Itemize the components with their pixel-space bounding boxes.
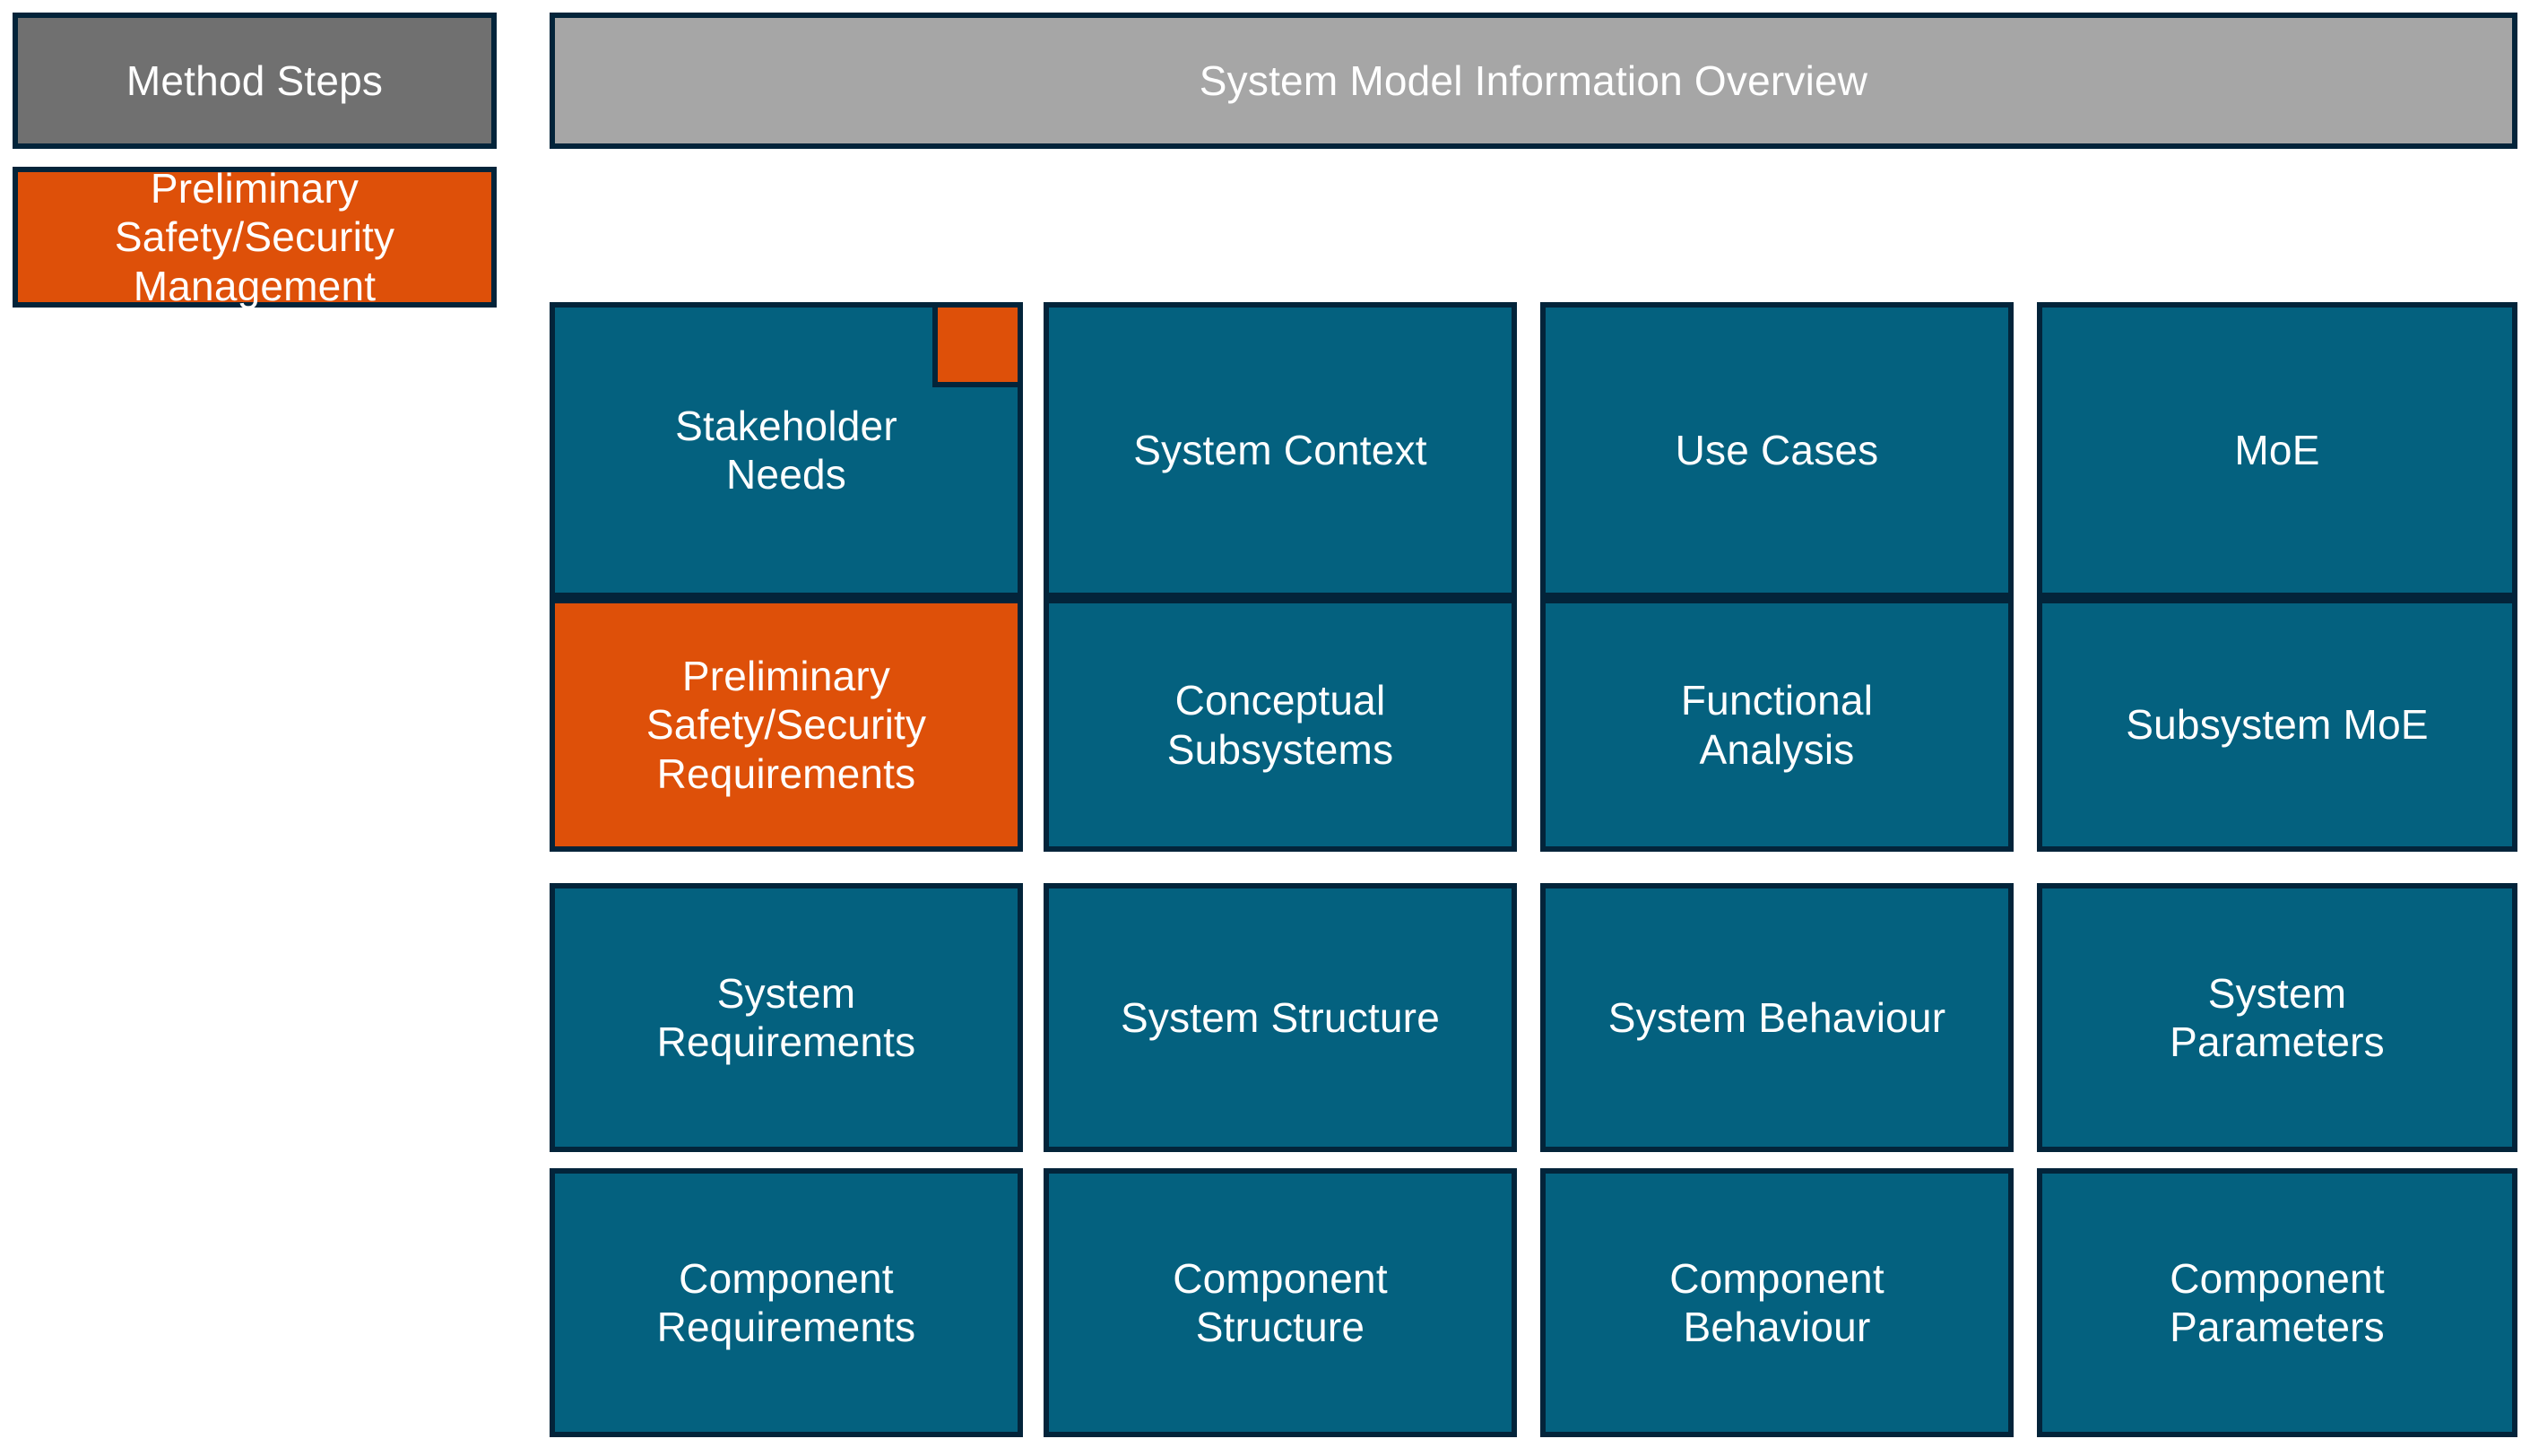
overview-cell-system-parameters[interactable]: System Parameters: [2037, 883, 2517, 1152]
overview-cell-label: Component Structure: [1173, 1254, 1388, 1350]
overview-cell-label: Functional Analysis: [1680, 677, 1874, 773]
overview-cell-system-behaviour[interactable]: System Behaviour: [1540, 883, 2014, 1152]
overview-cell-label: System Parameters: [2170, 969, 2385, 1065]
overview-cell-subsystem-moe[interactable]: Subsystem MoE: [2037, 598, 2517, 852]
overview-cell-label: System Structure: [1121, 993, 1440, 1041]
overview-cell-component-structure[interactable]: Component Structure: [1044, 1168, 1517, 1437]
overview-cell-label: System Behaviour: [1607, 993, 1946, 1041]
overview-cell-label: MoE: [2234, 426, 2320, 473]
overview-cell-preliminary-safety-security-requirements[interactable]: Preliminary Safety/Security Requirements: [550, 598, 1023, 852]
overview-cell-label: Component Behaviour: [1669, 1254, 1885, 1350]
method-steps-header: Method Steps: [13, 13, 497, 149]
overview-cell-label: Stakeholder Needs: [675, 402, 897, 498]
overview-cell-label: Use Cases: [1675, 426, 1879, 473]
overview-cell-label: Subsystem MoE: [2126, 701, 2429, 749]
system-model-information-overview-header: System Model Information Overview: [550, 13, 2517, 149]
overview-cell-label: Component Requirements: [656, 1254, 916, 1350]
overview-cell-label: System Context: [1133, 426, 1427, 473]
overview-cell-component-parameters[interactable]: Component Parameters: [2037, 1168, 2517, 1437]
overview-cell-moe[interactable]: MoE: [2037, 302, 2517, 598]
overview-cell-label: Conceptual Subsystems: [1166, 677, 1394, 773]
method-steps-header-label: Method Steps: [126, 56, 384, 104]
overview-cell-conceptual-subsystems[interactable]: Conceptual Subsystems: [1044, 598, 1517, 852]
overview-cell-functional-analysis[interactable]: Functional Analysis: [1540, 598, 2014, 852]
overview-cell-component-requirements[interactable]: Component Requirements: [550, 1168, 1023, 1437]
overview-header-label: System Model Information Overview: [1199, 56, 1868, 104]
overview-cell-label: Component Parameters: [2170, 1254, 2385, 1350]
overview-cell-system-context[interactable]: System Context: [1044, 302, 1517, 598]
method-step-preliminary-safety-security-management[interactable]: Preliminary Safety/Security Management: [13, 165, 497, 309]
overview-cell-system-structure[interactable]: System Structure: [1044, 883, 1517, 1152]
stakeholder-needs-orange-corner-tab: [932, 302, 1023, 387]
overview-cell-use-cases[interactable]: Use Cases: [1540, 302, 2014, 598]
overview-cell-component-behaviour[interactable]: Component Behaviour: [1540, 1168, 2014, 1437]
overview-cell-label: System Requirements: [656, 969, 916, 1065]
method-step-label: Preliminary Safety/Security Management: [114, 165, 395, 309]
overview-cell-label: Preliminary Safety/Security Requirements: [645, 653, 927, 797]
overview-cell-system-requirements[interactable]: System Requirements: [550, 883, 1023, 1152]
